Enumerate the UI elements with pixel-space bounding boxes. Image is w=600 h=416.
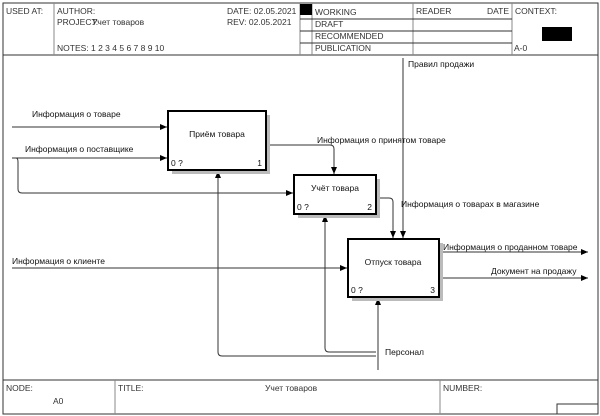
label-sales-rules: Правил продажи [408,59,474,69]
box-label: Учёт товара [311,183,359,193]
arrow-info-supplier-branch[interactable] [15,157,293,196]
reader-label: READER [416,6,451,16]
node-value: A0 [53,396,64,406]
context-thumbnail [542,27,572,41]
status-publication: PUBLICATION [315,43,371,53]
box-cost: 0 ? [171,158,183,168]
project-name: Учет товаров [92,17,145,27]
box-number: 3 [430,285,435,295]
box-cost: 0 ? [297,202,309,212]
label-sale-document: Документ на продажу [491,266,577,276]
box-frame [167,110,267,171]
label-info-accepted: Информация о принятом товаре [317,135,446,145]
header-block: USED AT: AUTHOR: PROJECT: Учет товаров N… [3,3,598,56]
label-info-supplier: Информация о поставщике [25,144,134,154]
label-info-in-store: Информация о товарах в магазине [401,199,540,209]
box-label: Отпуск товара [365,257,422,267]
status-recommended: RECOMMENDED [315,31,383,41]
footer-number-box [556,403,599,415]
context-node: A-0 [514,43,528,53]
number-label: NUMBER: [443,383,482,393]
notes: NOTES: 1 2 3 4 5 6 7 8 9 10 [57,43,165,53]
diagram-title: Учет товаров [265,383,318,393]
title-label: TITLE: [118,383,144,393]
label-info-goods: Информация о товаре [32,109,121,119]
author-label: AUTHOR: [57,6,95,16]
box-number: 2 [367,202,372,212]
arrow-info-in-store[interactable] [376,197,396,238]
label-info-sold: Информация о проданном товаре [443,242,578,252]
label-info-client: Информация о клиенте [12,256,105,266]
project-label: PROJECT: [57,17,98,27]
arrow-staff-to-box1[interactable] [215,171,376,357]
arrow-staff-to-box2[interactable] [322,215,376,353]
used-at-label: USED AT: [6,6,43,16]
arrow-info-accepted[interactable] [266,144,337,174]
box-number: 1 [257,158,262,168]
status-draft: DRAFT [315,19,343,29]
context-label: CONTEXT: [515,6,557,16]
box-frame [293,174,377,215]
status-working: WORKING [315,7,357,17]
footer-block: NODE: A0 TITLE: Учет товаров NUMBER: [3,379,599,415]
activity-box-2[interactable]: Учёт товара 0 ? 2 [293,174,380,218]
date: DATE: 02.05.2021 [227,6,297,16]
activity-box-3[interactable]: Отпуск товара 0 ? 3 [347,238,443,301]
revision-date: REV: 02.05.2021 [227,17,292,27]
box-cost: 0 ? [351,285,363,295]
box-frame [347,238,440,298]
label-staff: Персонал [385,347,424,357]
working-status-marker [300,4,312,15]
reader-date-label: DATE [487,6,509,16]
activity-box-1[interactable]: Приём товара 0 ? 1 [167,110,270,174]
arrows [12,58,588,370]
node-label: NODE: [6,383,33,393]
box-label: Приём товара [189,129,245,139]
